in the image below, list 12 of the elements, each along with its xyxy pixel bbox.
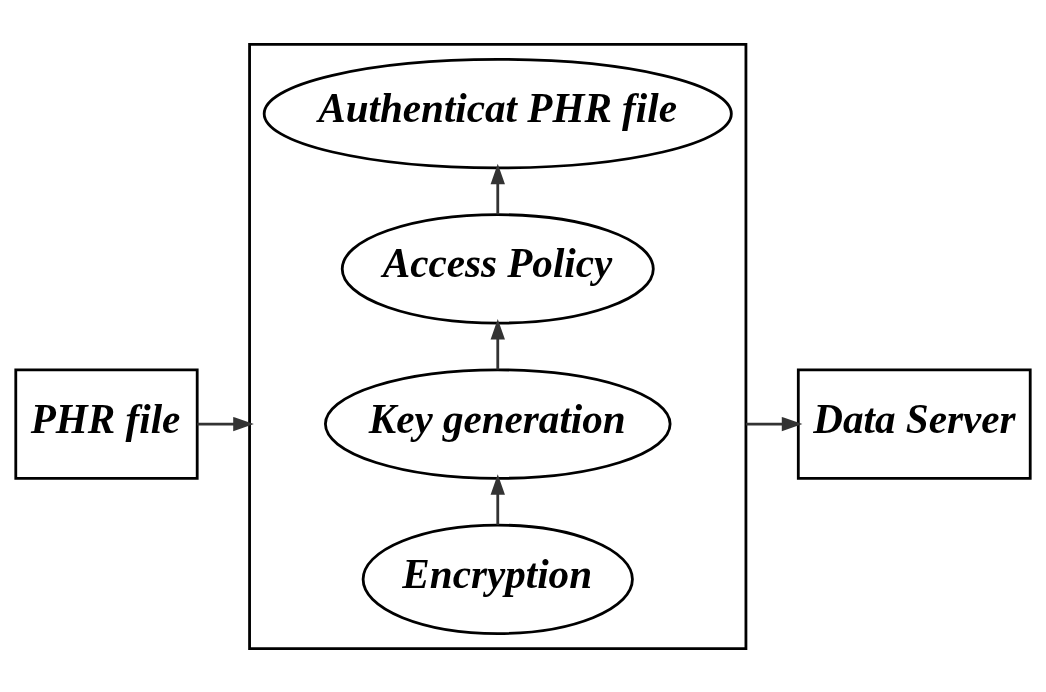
arrow — [745, 416, 803, 431]
arrow — [490, 318, 505, 370]
arrow — [490, 163, 505, 214]
node-box: Data Server — [796, 367, 1032, 480]
node-ellipse: Encryption — [361, 523, 634, 635]
node-ellipse: Access Policy — [340, 212, 655, 325]
arrow — [490, 473, 505, 525]
node-ellipse: Key generation — [324, 367, 672, 480]
node-box: PHR file — [14, 367, 199, 480]
arrow — [197, 416, 254, 431]
cluster — [248, 42, 748, 650]
node-ellipse: Authenticat PHR file — [262, 57, 733, 169]
